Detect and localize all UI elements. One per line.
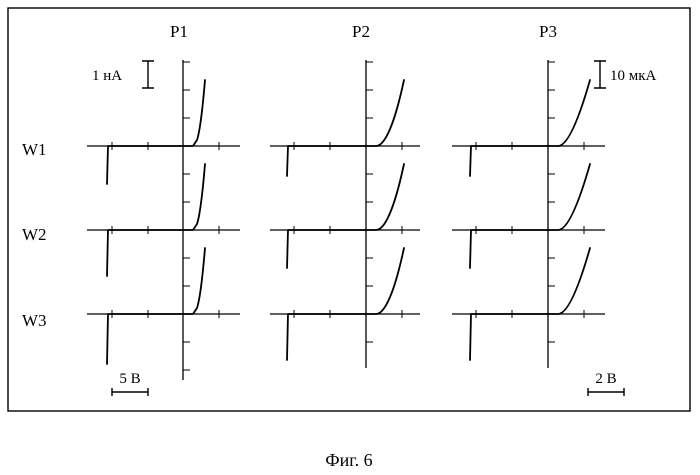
iv-curve-p1-w3 bbox=[107, 248, 205, 364]
iv-curve-p1-w1 bbox=[107, 80, 205, 184]
iv-curve-p2-w1 bbox=[287, 80, 404, 176]
current-scale-bar-left bbox=[142, 61, 154, 88]
row-label-w2: W2 bbox=[22, 225, 47, 244]
iv-curve-p3-w1 bbox=[470, 80, 590, 176]
column-label-p3: P3 bbox=[539, 22, 557, 41]
voltage-scale-label-left: 5 В bbox=[119, 371, 140, 387]
iv-curve-p3-w2 bbox=[470, 164, 590, 268]
iv-curve-p2-w3 bbox=[287, 248, 404, 360]
voltage-scale-bar-left bbox=[112, 388, 148, 396]
voltage-scale-label-right: 2 В bbox=[595, 371, 616, 387]
current-scale-label-right: 10 мкА bbox=[610, 68, 657, 84]
current-scale-bar-right bbox=[594, 61, 606, 88]
figure-caption: Фиг. 6 bbox=[325, 450, 372, 470]
voltage-scale-bar-right bbox=[588, 388, 624, 396]
iv-curve-p3-w3 bbox=[470, 248, 590, 360]
column-label-p2: P2 bbox=[352, 22, 370, 41]
iv-curve-p1-w2 bbox=[107, 164, 205, 276]
iv-curves bbox=[107, 80, 590, 364]
row-label-w3: W3 bbox=[22, 311, 47, 330]
column-label-p1: P1 bbox=[170, 22, 188, 41]
current-scale-label-left: 1 нА bbox=[92, 68, 122, 84]
iv-curve-p2-w2 bbox=[287, 164, 404, 268]
row-label-w1: W1 bbox=[22, 140, 47, 159]
axis-ticks bbox=[87, 62, 605, 370]
